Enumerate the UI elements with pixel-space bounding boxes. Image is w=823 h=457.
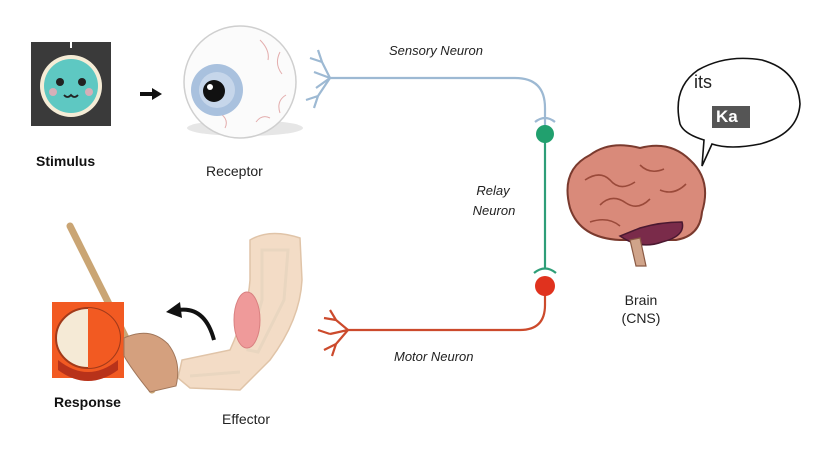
receptor-label: Receptor [206,163,263,179]
speech-bubble-text-line1: its [694,72,712,92]
relay-neuron-path [533,125,557,274]
response-label: Response [54,394,121,410]
arm-muscle-icon [177,232,303,391]
eye-icon [183,25,303,139]
taiko-don-face-icon [31,42,111,126]
relay-neuron-label-line2: Neuron [472,203,516,218]
brain-icon [566,144,706,267]
effector-label: Effector [222,411,270,427]
sensory-neuron-label: Sensory Neuron [389,43,483,58]
brain-label: Brain [624,292,658,308]
stimulus-label: Stimulus [36,153,96,169]
right-arrow-icon [140,88,162,100]
relay-neuron-label-line1: Relay [476,183,510,198]
curved-arrow-icon [166,302,216,341]
speech-bubble [677,57,801,167]
motor-neuron-path [317,286,547,357]
drum-icon [52,222,179,394]
sensory-neuron-path [305,49,556,128]
motor-node [535,276,555,296]
motor-neuron-label: Motor Neuron [394,349,474,364]
speech-bubble-text-line2: Ka [716,107,738,126]
cns-label: (CNS) [621,310,661,326]
